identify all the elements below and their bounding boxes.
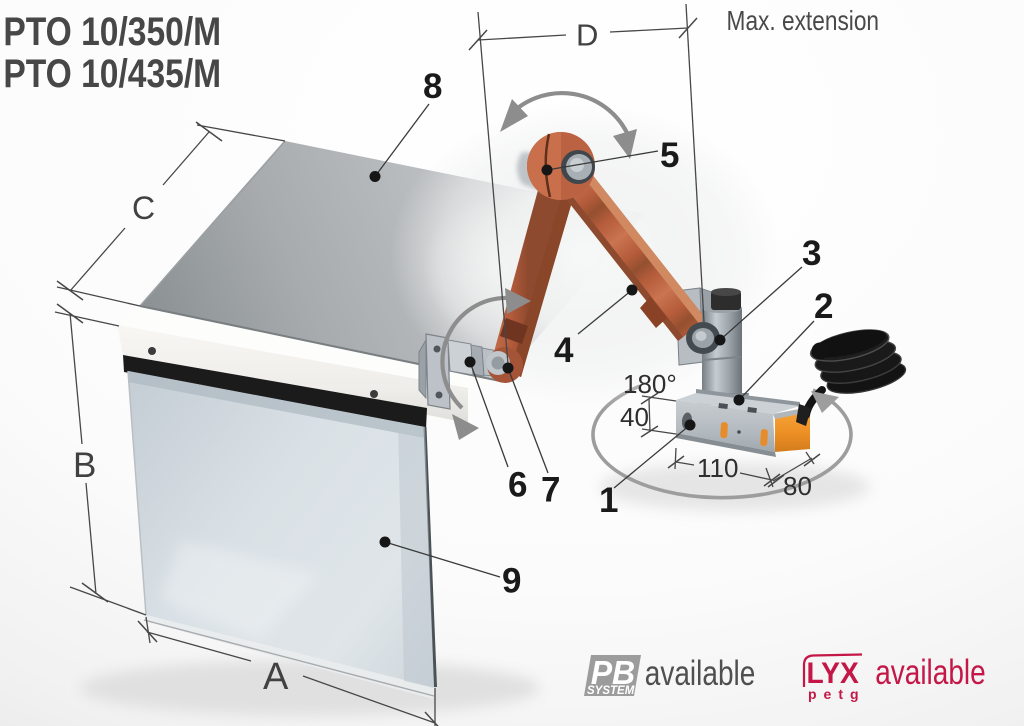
svg-text:180°: 180° bbox=[623, 369, 677, 399]
svg-text:B: B bbox=[73, 446, 96, 485]
svg-text:petg: petg bbox=[808, 686, 866, 702]
svg-text:4: 4 bbox=[554, 331, 574, 370]
svg-text:available: available bbox=[875, 652, 986, 692]
svg-text:C: C bbox=[132, 190, 155, 226]
svg-text:8: 8 bbox=[423, 67, 442, 106]
svg-text:PTO 10/350/M: PTO 10/350/M bbox=[3, 9, 221, 53]
svg-text:SYSTEM: SYSTEM bbox=[587, 685, 635, 697]
svg-text:Max. extension: Max. extension bbox=[727, 6, 879, 37]
svg-text:A: A bbox=[263, 656, 289, 698]
svg-text:80: 80 bbox=[783, 471, 812, 501]
svg-text:110: 110 bbox=[697, 453, 738, 483]
svg-text:9: 9 bbox=[502, 562, 521, 601]
svg-text:D: D bbox=[576, 18, 598, 53]
svg-text:2: 2 bbox=[814, 287, 833, 326]
svg-text:5: 5 bbox=[660, 136, 679, 175]
svg-text:LYX: LYX bbox=[807, 657, 860, 690]
svg-text:PB: PB bbox=[591, 655, 635, 692]
svg-text:6: 6 bbox=[508, 466, 527, 505]
svg-text:available: available bbox=[645, 653, 756, 693]
svg-text:PTO 10/435/M: PTO 10/435/M bbox=[3, 51, 221, 95]
svg-text:1: 1 bbox=[599, 481, 618, 520]
svg-text:40: 40 bbox=[620, 402, 649, 432]
svg-text:7: 7 bbox=[541, 471, 560, 510]
svg-text:3: 3 bbox=[802, 234, 821, 273]
